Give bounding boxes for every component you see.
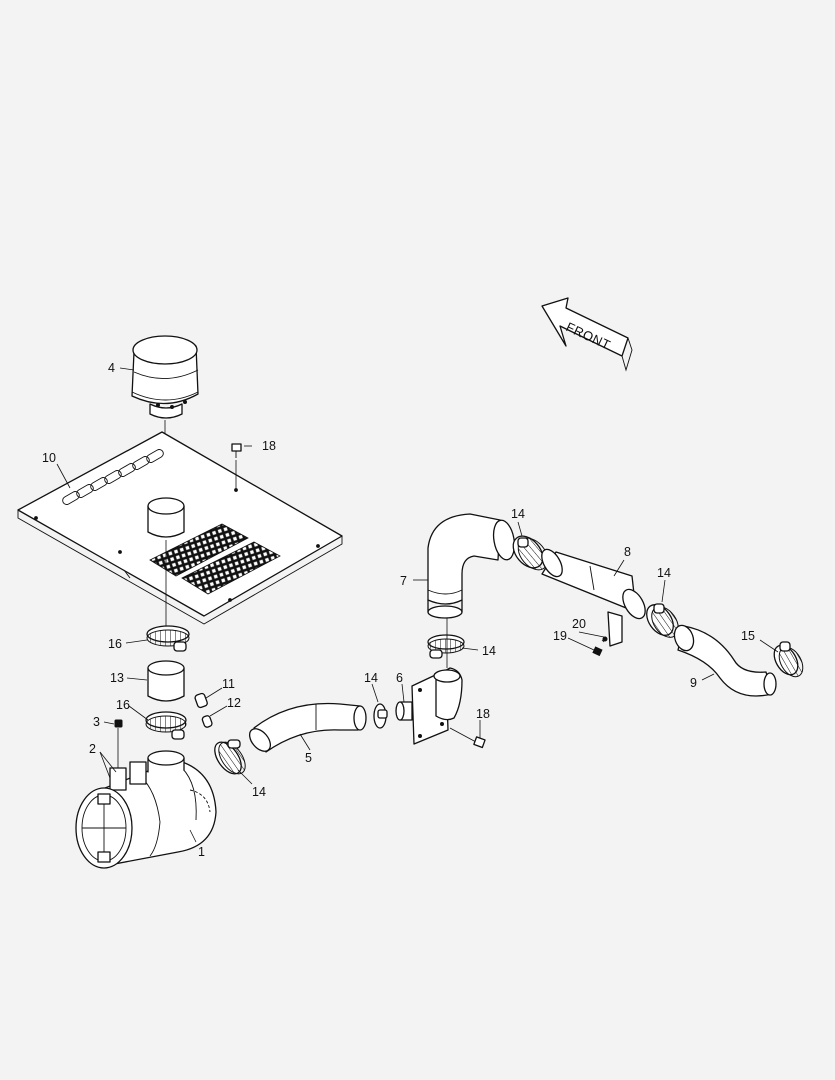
callout-9: 9 (690, 676, 697, 690)
callout-8: 8 (624, 545, 631, 559)
screw-3 (114, 719, 123, 770)
tube-bracket (592, 611, 623, 657)
callout-11: 11 (222, 677, 235, 691)
front-arrow: FRONT (541, 297, 633, 372)
callout-labels: 4 10 18 16 13 11 12 16 3 2 1 14 5 14 6 1… (42, 361, 755, 859)
callout-14-air-cleaner: 14 (252, 785, 266, 799)
connector-hose (147, 660, 185, 702)
callout-5: 5 (305, 751, 312, 765)
pre-cleaner-cap (131, 335, 199, 419)
callout-16-upper: 16 (108, 637, 122, 651)
elbow-bracket-6 (395, 667, 463, 745)
lower-hose-clamp (145, 711, 187, 740)
callout-18-bracket: 18 (476, 707, 490, 721)
callout-10: 10 (42, 451, 56, 465)
hood-bolt (231, 443, 242, 492)
hose-9 (673, 624, 777, 697)
callout-12: 12 (227, 696, 241, 710)
clamp-elbow (512, 535, 549, 571)
callout-14-hose: 14 (364, 671, 378, 685)
fitting-12 (201, 715, 213, 728)
callout-13: 13 (110, 671, 124, 685)
callout-1: 1 (198, 845, 205, 859)
callout-20: 20 (572, 617, 586, 631)
callout-18-hood: 18 (262, 439, 276, 453)
elbow-hose-7 (427, 513, 516, 619)
callout-14-elbow: 14 (511, 507, 525, 521)
intake-hose-5 (248, 702, 367, 753)
callout-7: 7 (400, 574, 407, 588)
clamp-tube-8 (646, 603, 679, 638)
callout-leaders (56, 367, 779, 843)
clamp-15 (773, 641, 804, 678)
callout-16-lower: 16 (116, 698, 130, 712)
fitting-11 (194, 692, 208, 709)
callout-2: 2 (89, 742, 96, 756)
callout-15: 15 (741, 629, 755, 643)
callout-14-tube: 14 (657, 566, 671, 580)
clamp-air-cleaner (214, 739, 246, 775)
hood-pipe-stub (147, 497, 185, 538)
clamp-bracket-top (427, 634, 465, 659)
air-cleaner (75, 750, 217, 869)
tube-8 (541, 548, 646, 620)
clamp-hose-5 (373, 703, 388, 729)
callout-19: 19 (553, 629, 567, 643)
callout-14-bracket: 14 (482, 644, 496, 658)
callout-3: 3 (93, 715, 100, 729)
upper-hose-clamp (146, 625, 190, 652)
bracket-bolt (449, 727, 486, 749)
callout-4: 4 (108, 361, 115, 375)
callout-6: 6 (396, 671, 403, 685)
